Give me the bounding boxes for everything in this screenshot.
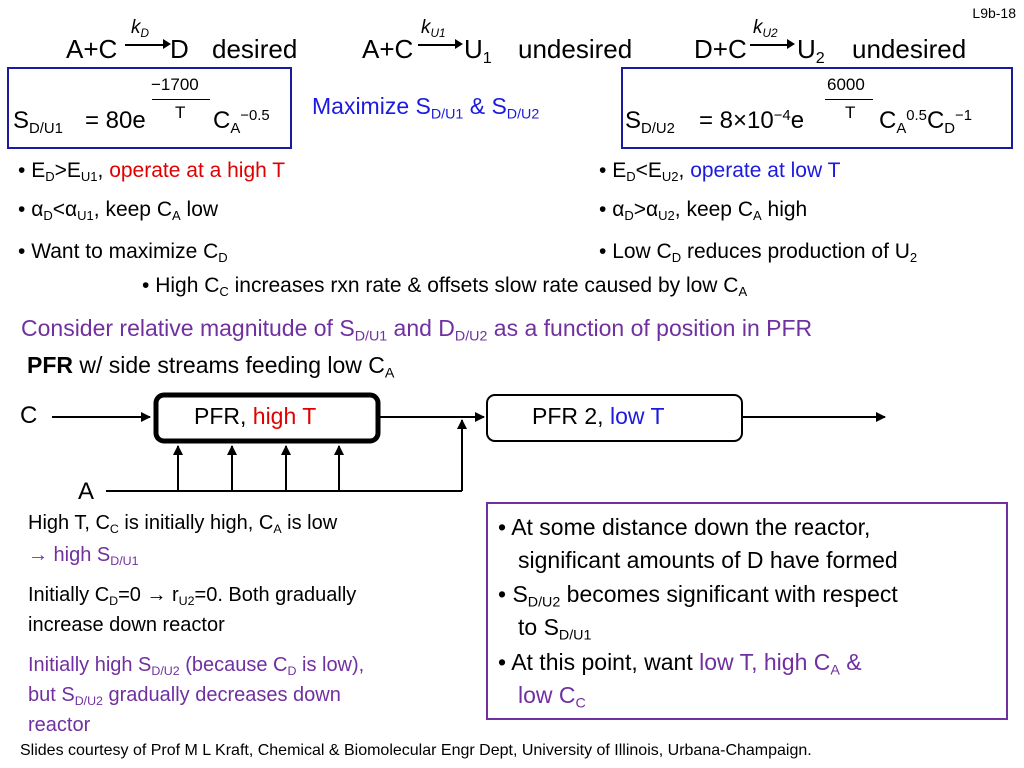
fraction-bar	[152, 99, 210, 100]
selectivity-equation-1: SD/U1 = 80e −1700 T CA−0.5	[7, 67, 292, 149]
selectivity-equation-2: SD/U2 = 8×10−4e 6000 T CA0.5CD−1	[621, 67, 1013, 149]
exponent-denominator: T	[175, 103, 186, 122]
pfr-heading: PFR w/ side streams feeding low CA	[27, 352, 395, 382]
conclusion-bullet-2: • SD/U2 becomes significant with respect	[498, 581, 898, 611]
product: U2	[797, 34, 825, 68]
left-text-3b: but SD/U2 gradually decreases down	[28, 684, 341, 708]
bullet-right-3: • Low CD reduces production of U2	[599, 240, 918, 266]
left-text-2b: increase down reactor	[28, 614, 225, 636]
footer-credit: Slides courtesy of Prof M L Kraft, Chemi…	[20, 742, 812, 759]
slide-id: L9b-18	[972, 5, 1016, 21]
reactants: A+C	[362, 34, 414, 64]
fraction-bar	[825, 99, 873, 100]
reaction-arrow	[418, 44, 458, 46]
rate-constant: kU1	[421, 17, 446, 40]
reaction-label: undesired	[852, 34, 967, 64]
left-text-3c: reactor	[28, 714, 91, 736]
arrow-head	[455, 39, 463, 49]
pfr-flow-diagram	[52, 392, 886, 492]
left-text-2: Initially CD=0 → rU2=0. Both gradually	[28, 584, 357, 608]
feed-c-label: C	[20, 402, 38, 429]
selectivity-symbol: SD/U1	[13, 107, 63, 137]
pfr-1-label: PFR, high T	[194, 403, 317, 429]
bullet-left-3: • Want to maximize CD	[18, 240, 228, 266]
conclusion-bullet-1: • At some distance down the reactor,	[498, 514, 871, 540]
equation-body: = 80e	[85, 107, 146, 134]
reaction-label: desired	[212, 34, 298, 64]
left-text-1: High T, CC is initially high, CA is low	[28, 512, 338, 536]
conclusion-box: • At some distance down the reactor, sig…	[486, 502, 1008, 720]
exponent-denominator: T	[845, 103, 856, 122]
bullet-left-1: • ED>EU1, operate at a high T	[18, 159, 286, 185]
arrow-head	[787, 39, 795, 49]
exponent-numerator: 6000	[827, 75, 865, 94]
pfr-1-box	[153, 392, 381, 444]
reactants: D+C	[694, 34, 747, 64]
conclusion-bullet-3: • At this point, want low T, high CA &	[498, 649, 862, 679]
product: U1	[464, 34, 492, 68]
concentration-term: CA0.5CD−1	[879, 107, 973, 137]
conclusion-bullet-1-cont: significant amounts of D have formed	[518, 547, 898, 573]
reactants: A+C	[66, 34, 118, 64]
maximize-statement: Maximize SD/U1 & SD/U2	[312, 93, 540, 123]
bullet-right-2: • αD>αU2, keep CA high	[599, 198, 808, 224]
conclusion-bullet-2-cont: to SD/U1	[518, 614, 592, 644]
left-text-3: Initially high SD/U2 (because CD is low)…	[28, 654, 365, 678]
bullet-right-1: • ED<EU2, operate at low T	[599, 159, 841, 185]
concentration-term: CA−0.5	[213, 107, 270, 137]
selectivity-symbol: SD/U2	[625, 107, 675, 137]
rate-constant: kD	[131, 17, 149, 40]
rate-constant: kU2	[753, 17, 778, 40]
left-text-1b: → high SD/U1	[28, 544, 139, 568]
consider-statement: Consider relative magnitude of SD/U1 and…	[21, 315, 813, 345]
conclusion-bullet-3-cont: low CC	[518, 682, 586, 712]
feed-a-label: A	[78, 478, 95, 505]
reaction-arrow	[750, 44, 790, 46]
equation-body: = 8×10−4e	[699, 107, 805, 134]
pfr-2-label: PFR 2, low T	[532, 403, 665, 429]
exponent-numerator: −1700	[151, 75, 199, 94]
bullet-center: • High CC increases rxn rate & offsets s…	[142, 274, 748, 300]
reaction-label: undesired	[518, 34, 633, 64]
product: D	[170, 34, 189, 64]
arrow-head	[163, 39, 171, 49]
bullet-left-2: • αD<αU1, keep CA low	[18, 198, 219, 224]
reaction-arrow	[125, 44, 167, 46]
